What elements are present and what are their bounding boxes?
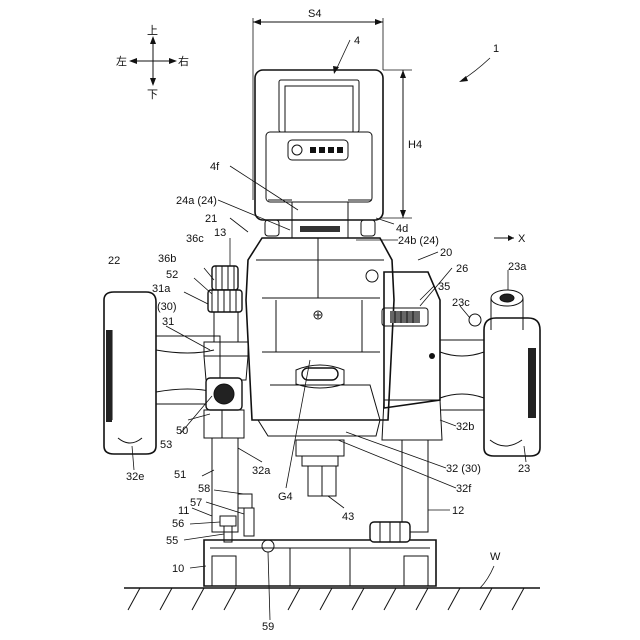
direction-up-label: 上 — [147, 24, 158, 37]
direction-right-label: 右 — [178, 54, 189, 68]
dimension-s4: S4 — [253, 8, 383, 200]
label-50: 50 — [176, 425, 188, 437]
lock-lever — [204, 378, 244, 438]
label-32f: 32f — [456, 483, 472, 495]
label-22: 22 — [108, 255, 120, 267]
label-36b: 36b — [158, 253, 176, 265]
label-55: 55 — [166, 535, 178, 547]
direction-indicator: 上 下 左 右 — [116, 24, 189, 101]
label-26: 26 — [456, 263, 468, 275]
label-4: 4 — [354, 35, 360, 47]
label-59: 59 — [262, 621, 274, 633]
figure-reference: 1 — [459, 43, 499, 82]
label-32e: 32e — [126, 471, 144, 483]
label-31: 31 — [162, 316, 174, 328]
depth-adjust-assembly — [204, 266, 248, 380]
right-handle — [440, 290, 540, 456]
label-57: 57 — [190, 497, 202, 509]
label-32-30: 32 (30) — [446, 463, 481, 475]
label-20: 20 — [440, 247, 452, 259]
label-21: 21 — [205, 213, 217, 225]
label-10: 10 — [172, 563, 184, 575]
label-13: 13 — [214, 227, 226, 239]
label-4d: 4d — [396, 223, 408, 235]
label-G4: G4 — [278, 491, 293, 503]
router-housing — [246, 238, 394, 436]
label-53: 53 — [160, 439, 172, 451]
direction-left-label: 左 — [116, 55, 127, 68]
figure-ref-label: 1 — [493, 43, 499, 55]
dimension-h4: H4 — [380, 70, 422, 218]
reference-labels: 4 4f 4d 24a (24) 24b (24) 21 20 13 36c 3… — [108, 35, 530, 633]
label-24a: 24a (24) — [176, 195, 217, 207]
label-56: 56 — [172, 518, 184, 530]
dimension-h4-label: H4 — [408, 139, 422, 151]
label-35: 35 — [438, 281, 450, 293]
direction-down-label: 下 — [147, 89, 158, 101]
label-24b: 24b (24) — [398, 235, 439, 247]
stopper-parts — [220, 494, 274, 552]
label-43: 43 — [342, 511, 354, 523]
battery-pack — [255, 70, 383, 238]
label-32b: 32b — [456, 421, 474, 433]
label-11: 11 — [178, 505, 189, 517]
label-32a: 32a — [252, 465, 271, 477]
label-36c: 36c — [186, 233, 204, 245]
label-12: 12 — [452, 505, 464, 517]
dimension-s4-label: S4 — [308, 8, 321, 20]
label-4f: 4f — [210, 161, 220, 173]
collet-bit — [296, 440, 344, 496]
label-23: 23 — [518, 463, 530, 475]
label-52: 52 — [166, 269, 178, 281]
ground-label: W — [490, 551, 501, 563]
label-31a: 31a — [152, 283, 171, 295]
label-51: 51 — [174, 469, 186, 481]
axis-x-label: X — [518, 233, 526, 245]
label-23a: 23a — [508, 261, 527, 273]
label-30p: (30) — [157, 301, 177, 313]
router-base — [204, 522, 436, 586]
ground-surface: W — [124, 551, 540, 610]
label-23c: 23c — [452, 297, 470, 309]
leader-lines — [132, 40, 526, 620]
label-58: 58 — [198, 483, 210, 495]
axis-x-mark: X — [494, 233, 526, 245]
